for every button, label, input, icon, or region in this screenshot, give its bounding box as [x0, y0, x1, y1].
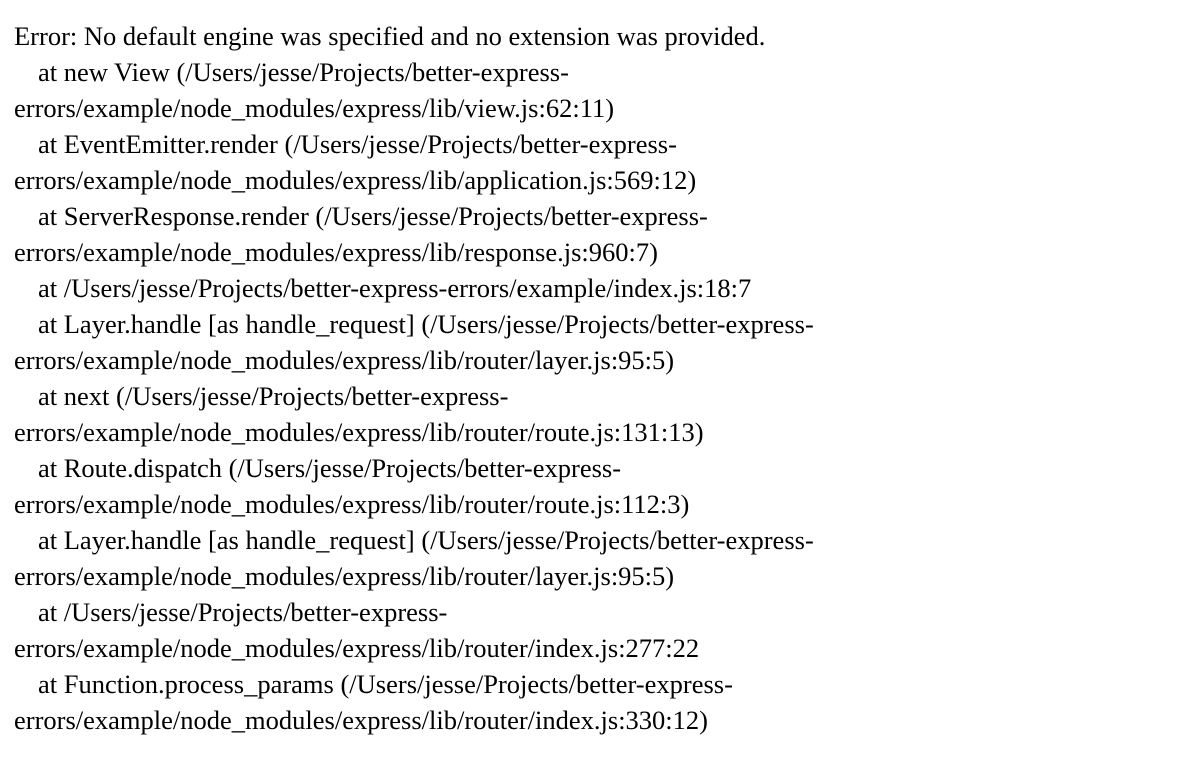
stack-frame-line: errors/example/node_modules/express/lib/… [14, 633, 700, 663]
stack-frame-line: errors/example/node_modules/express/lib/… [14, 561, 675, 591]
stack-frame-line: at EventEmitter.render (/Users/jesse/Pro… [38, 129, 677, 159]
stack-frame-line: errors/example/node_modules/express/lib/… [14, 345, 675, 375]
stack-frame-line: errors/example/node_modules/express/lib/… [14, 489, 690, 519]
stack-frame-line: errors/example/node_modules/express/lib/… [14, 93, 615, 123]
stack-frame-line: errors/example/node_modules/express/lib/… [14, 237, 658, 267]
stack-frame-line: at Function.process_params (/Users/jesse… [38, 669, 733, 699]
error-page: Error: No default engine was specified a… [14, 18, 1014, 738]
stack-frame-line: errors/example/node_modules/express/lib/… [14, 165, 697, 195]
stack-frame-line: at Route.dispatch (/Users/jesse/Projects… [38, 453, 622, 483]
stack-frame-line: at /Users/jesse/Projects/better-express-… [38, 273, 752, 303]
error-message: Error: No default engine was specified a… [14, 21, 766, 51]
stack-frame-line: errors/example/node_modules/express/lib/… [14, 417, 704, 447]
stack-frame-line: at Layer.handle [as handle_request] (/Us… [38, 309, 814, 339]
stack-frame-line: at new View (/Users/jesse/Projects/bette… [38, 57, 569, 87]
stack-frame-line: at ServerResponse.render (/Users/jesse/P… [38, 201, 708, 231]
stack-frame-line: errors/example/node_modules/express/lib/… [14, 705, 708, 735]
stack-frame-line: at /Users/jesse/Projects/better-express- [38, 597, 448, 627]
stack-frame-line: at next (/Users/jesse/Projects/better-ex… [38, 381, 509, 411]
stack-frame-line: at Layer.handle [as handle_request] (/Us… [38, 525, 814, 555]
